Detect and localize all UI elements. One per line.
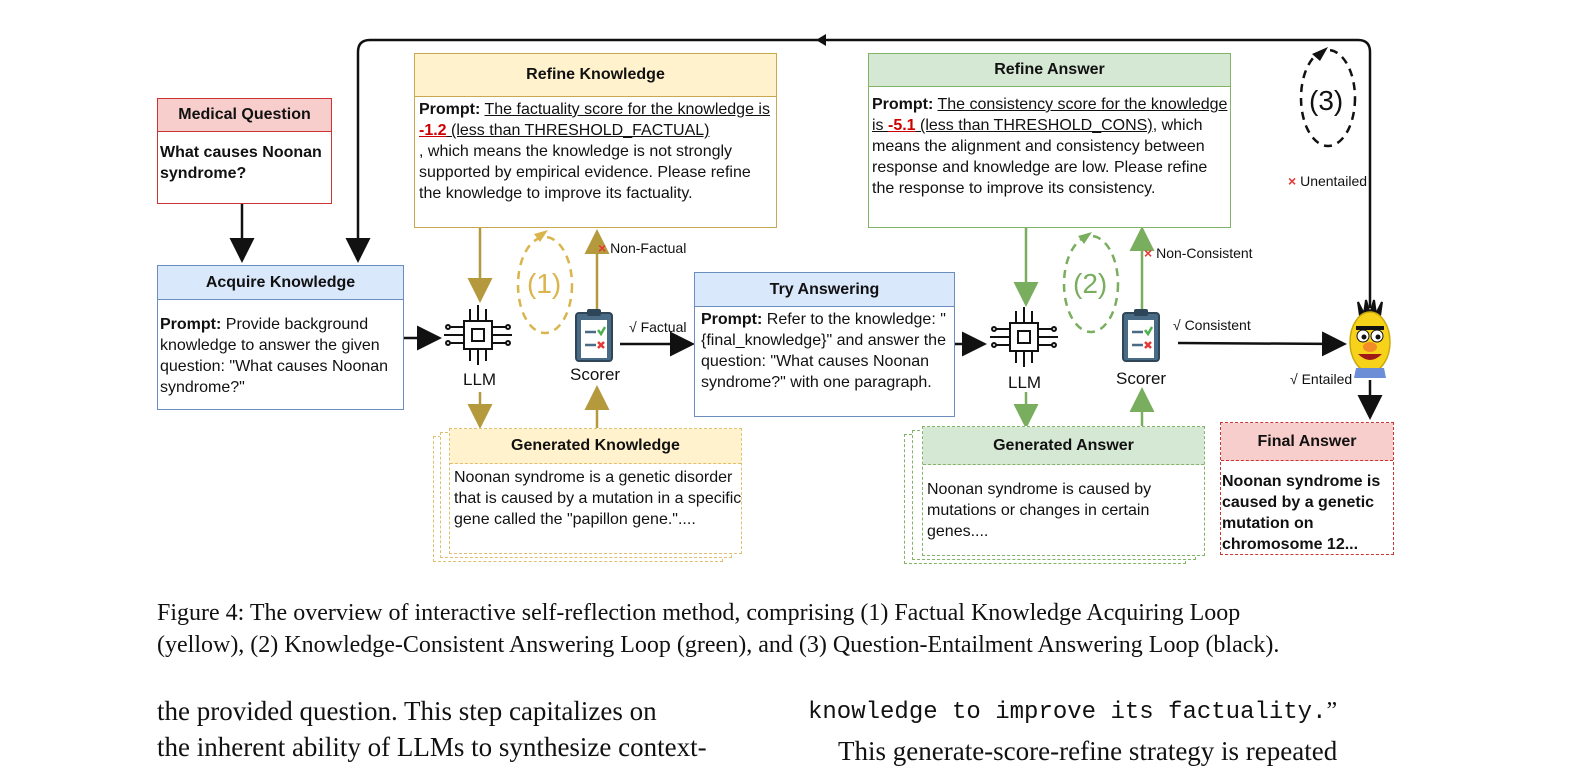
bert-character-icon [1349,299,1391,378]
llm-label: LLM [1008,373,1042,392]
medical-question-text: What causes Noonan syndrome? [160,144,322,182]
medical-question-title: Medical Question [158,99,331,132]
llm-chip-icon [444,305,512,365]
loop-1-label: (1) [527,268,562,299]
refine-knowledge-prompt: Prompt: The factuality score for the kno… [419,101,770,202]
body-left-line-2: the inherent ability of LLMs to synthesi… [157,732,707,762]
figure-caption-line-2: (yellow), (2) Knowledge-Consistent Answe… [157,632,1280,658]
body-right-line-1: knowledge to improve its factuality.” [808,698,1338,726]
refine-knowledge-title: Refine Knowledge [415,54,776,97]
acquire-knowledge-prompt: Prompt: Provide background knowledge to … [160,316,389,396]
try-answering-prompt: Prompt: Refer to the knowledge: "{final_… [701,311,946,391]
non-factual-label: × Non-Factual [598,240,687,256]
loop-3-label: (3) [1309,85,1344,116]
body-right-line-2: This generate-score-refine strategy is r… [838,736,1338,766]
generated-knowledge-box: Generated Knowledge Noonan syndrome is a… [449,428,742,554]
scorer-label: Scorer [1116,369,1167,388]
scorer-label: Scorer [570,365,621,384]
generated-knowledge-text: Noonan syndrome is a genetic disorder th… [454,469,742,528]
final-answer-title: Final Answer [1221,423,1393,461]
loop-2-label: (2) [1073,268,1108,299]
try-answering-title: Try Answering [695,273,954,307]
llm-label: LLM [463,370,497,389]
final-answer-box: Final Answer Noonan syndrome is caused b… [1220,422,1394,555]
entailed-label: √ Entailed [1290,371,1353,387]
refine-answer-prompt: Prompt: The consistency score for the kn… [872,96,1228,197]
try-answering-box: Try Answering Prompt: Refer to the knowl… [694,272,955,417]
generated-answer-title: Generated Answer [923,427,1204,465]
medical-question-box: Medical Question What causes Noonan synd… [157,98,332,204]
acquire-knowledge-title: Acquire Knowledge [158,266,403,300]
acquire-knowledge-box: Acquire Knowledge Prompt: Provide backgr… [157,265,404,410]
consistent-label: √ Consistent [1173,317,1251,333]
refine-answer-title: Refine Answer [869,54,1230,87]
generated-knowledge-title: Generated Knowledge [450,429,741,464]
generated-answer-box: Generated Answer Noonan syndrome is caus… [922,426,1205,556]
scorer-clipboard-icon [575,309,613,362]
refine-answer-box: Refine Answer Prompt: The consistency sc… [868,53,1231,228]
final-answer-text: Noonan syndrome is caused by a genetic m… [1222,473,1381,553]
scorer-clipboard-icon [1122,309,1160,362]
body-left-line-1: the provided question. This step capital… [157,696,657,726]
unentailed-label: × Unentailed [1288,173,1368,189]
factual-label: √ Factual [629,319,687,335]
non-consistent-label: × Non-Consistent [1144,245,1253,261]
llm-chip-icon [990,307,1058,367]
figure-caption-line-1: Figure 4: The overview of interactive se… [157,600,1241,626]
refine-knowledge-box: Refine Knowledge Prompt: The factuality … [414,53,777,228]
generated-answer-text: Noonan syndrome is caused by mutations o… [927,481,1152,540]
